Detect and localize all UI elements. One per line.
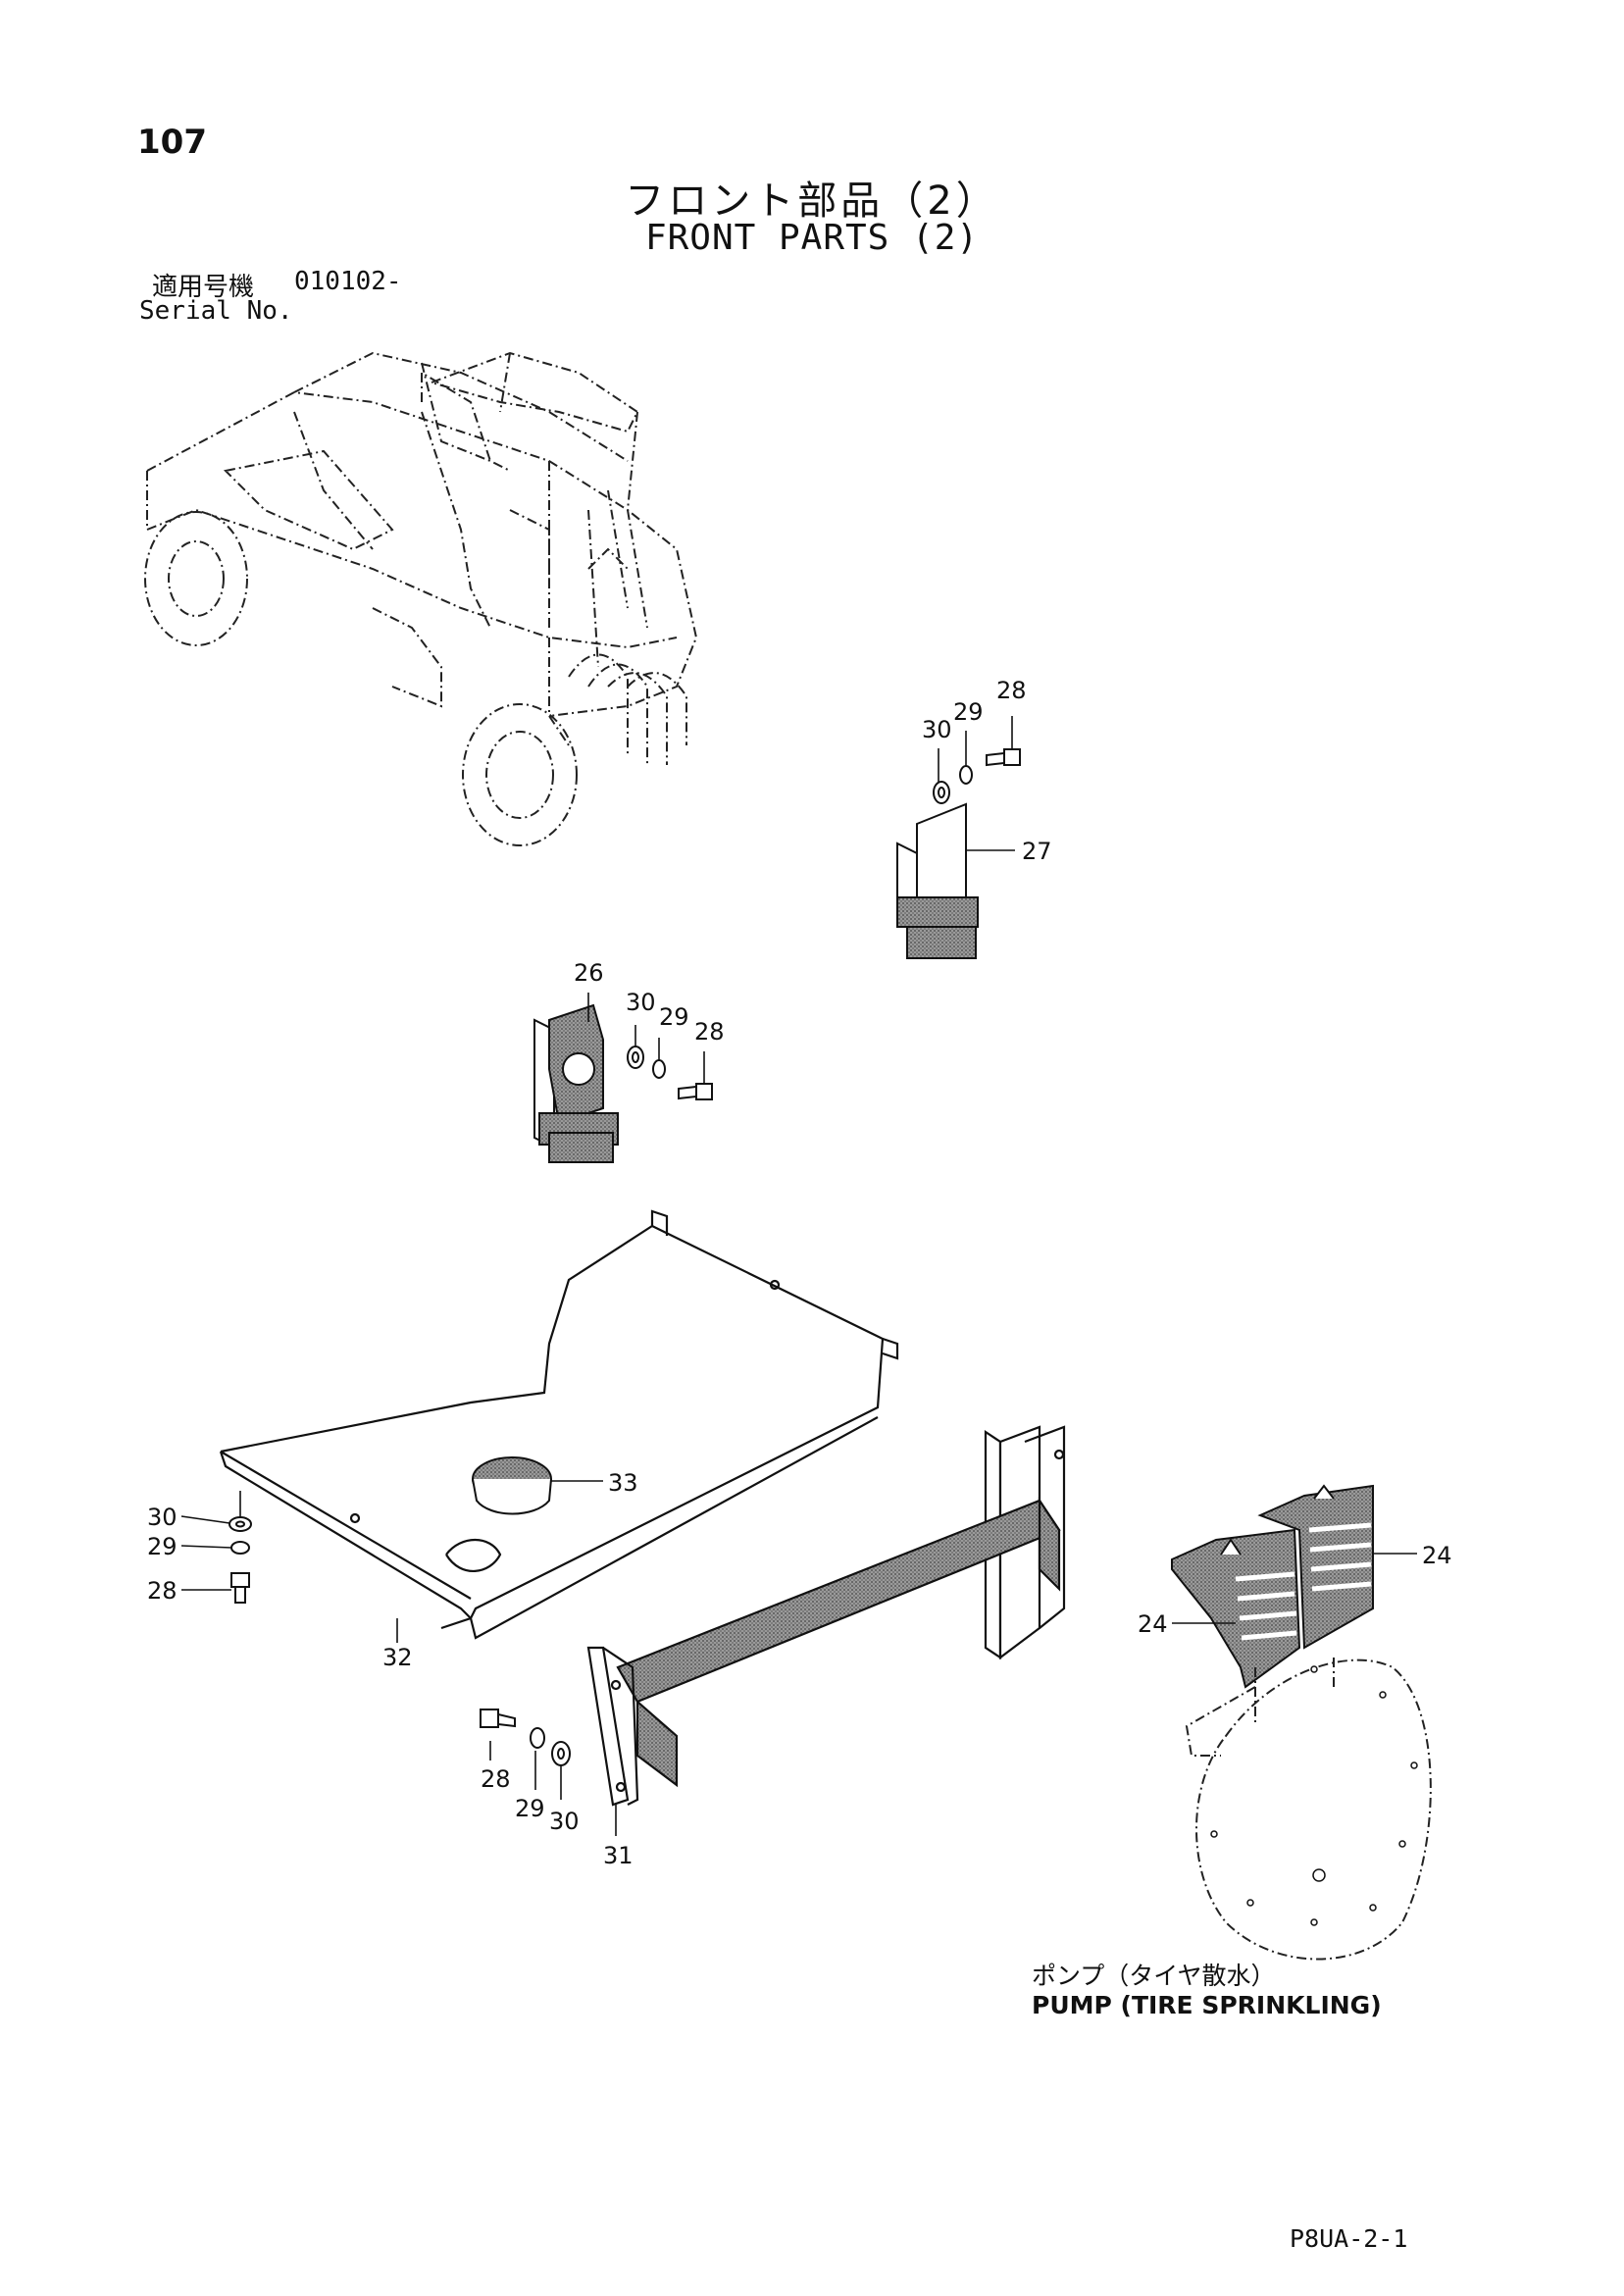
- serial-label-english: Serial No.: [139, 296, 293, 326]
- callout-27: 27: [1022, 838, 1052, 865]
- leader-lines: [180, 716, 1417, 1836]
- callout-28-left: 28: [147, 1577, 178, 1605]
- callout-28-middle: 28: [694, 1018, 725, 1046]
- callout-numbers: 28 29 30 27 26 30 29 28 33 30 29 28 32 2…: [147, 677, 1452, 1869]
- bolt-28-middle: [678, 1083, 713, 1100]
- page-code: P8UA-2-1: [1290, 2224, 1408, 2253]
- spring-washer-29-left: [230, 1541, 250, 1555]
- serial-number-value: 010102-: [294, 267, 402, 296]
- callout-26: 26: [574, 959, 604, 987]
- pump-note-japanese: ポンプ（タイヤ散水）: [1032, 1962, 1276, 1990]
- pump-note-english: PUMP (TIRE SPRINKLING): [1032, 1991, 1382, 2019]
- spring-washer-29-middle: [652, 1059, 666, 1079]
- callout-28-bottom: 28: [481, 1765, 511, 1793]
- callout-33: 33: [608, 1469, 638, 1497]
- callout-30-left: 30: [147, 1504, 178, 1531]
- callout-24-right: 24: [1422, 1542, 1452, 1569]
- bracket-26-assembly: [533, 1003, 619, 1163]
- callout-30-upper: 30: [922, 716, 952, 743]
- machine-overview-illustration: [144, 351, 698, 846]
- flat-washer-30-middle: [627, 1046, 644, 1069]
- sprinkler-pump-plate: [1185, 1658, 1432, 1961]
- callout-29-left: 29: [147, 1533, 178, 1560]
- callout-29-middle: 29: [659, 1003, 689, 1031]
- flat-washer-30-left: [228, 1516, 252, 1532]
- cover-24-left: [1171, 1528, 1301, 1689]
- page-number: 107: [137, 123, 207, 162]
- callout-30-bottom: 30: [549, 1808, 580, 1835]
- sprinkler-plate-holes: [1210, 1665, 1418, 1926]
- page-title-japanese: フロント部品（2）: [625, 179, 999, 224]
- flat-washer-30-upper: [933, 781, 950, 804]
- callout-29-upper: 29: [953, 698, 984, 726]
- spring-washer-29-bottom: [530, 1727, 545, 1749]
- callout-32: 32: [382, 1644, 413, 1671]
- spring-washer-29-upper: [959, 765, 973, 785]
- cover-24-right: [1257, 1484, 1374, 1650]
- flat-washer-30-bottom: [551, 1741, 571, 1766]
- bolt-28-left: [230, 1572, 250, 1604]
- callout-31: 31: [603, 1842, 634, 1869]
- callout-28-upper: 28: [996, 677, 1027, 704]
- callout-29-bottom: 29: [515, 1795, 545, 1822]
- bracket-27-assembly: [896, 802, 979, 959]
- callout-24-left: 24: [1138, 1610, 1168, 1638]
- frame-31: [586, 1425, 1066, 1807]
- grommet-33: [472, 1456, 552, 1515]
- page-title-english: FRONT PARTS (2): [644, 218, 980, 258]
- bolt-28-upper: [986, 748, 1021, 767]
- bolt-28-bottom: [480, 1709, 516, 1728]
- cover-plate-32: [219, 1209, 899, 1640]
- serial-label-japanese: 適用号機: [152, 273, 255, 302]
- callout-30-middle: 30: [626, 989, 656, 1016]
